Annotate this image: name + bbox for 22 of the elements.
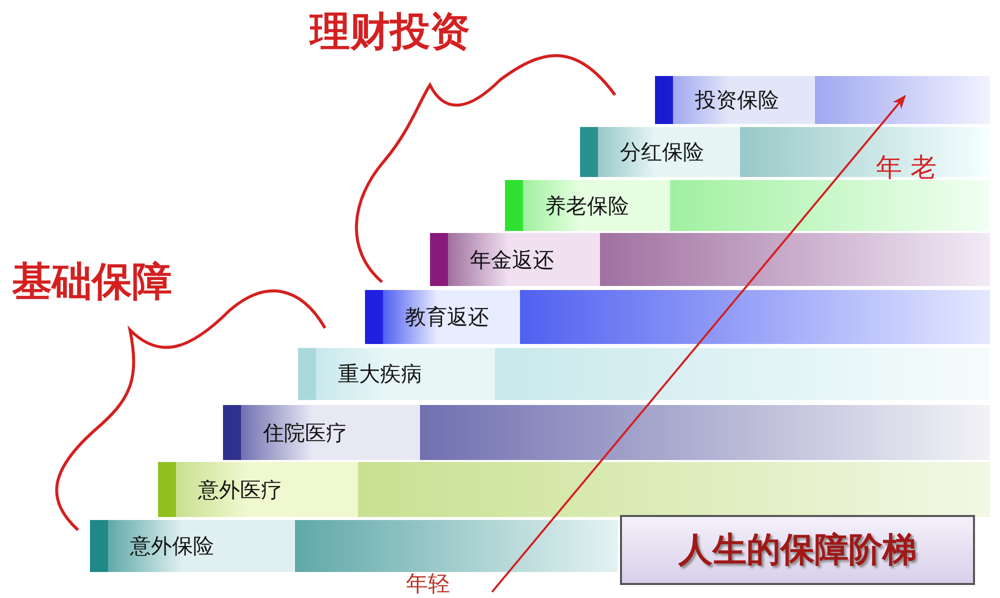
axis-label: 年轻: [406, 574, 450, 596]
step-bar: [655, 76, 990, 124]
bar-label: 住院医疗: [263, 420, 347, 446]
step-bar: [505, 180, 990, 231]
section-heading: 基础保障: [12, 262, 172, 302]
bar-label: 教育返还: [405, 304, 489, 331]
title-banner: 人生的保障阶梯: [620, 515, 975, 585]
bar-label: 意外医疗: [198, 476, 282, 504]
bar-label: 年金返还: [470, 246, 554, 274]
bar-label: 重大疾病: [338, 361, 422, 388]
step-bar: [430, 233, 990, 286]
bar-label: 投资保险: [695, 87, 779, 114]
step-bar: [365, 290, 990, 344]
bar-label: 分红保险: [620, 139, 704, 166]
step-bar: [158, 462, 990, 517]
bar-label: 意外保险: [130, 533, 214, 560]
step-bar: [298, 348, 990, 400]
step-bar: [223, 405, 990, 460]
axis-label: 年 老: [876, 155, 936, 181]
bar-label: 养老保险: [545, 192, 629, 220]
step-bar: [90, 520, 618, 572]
section-heading: 理财投资: [310, 12, 470, 52]
